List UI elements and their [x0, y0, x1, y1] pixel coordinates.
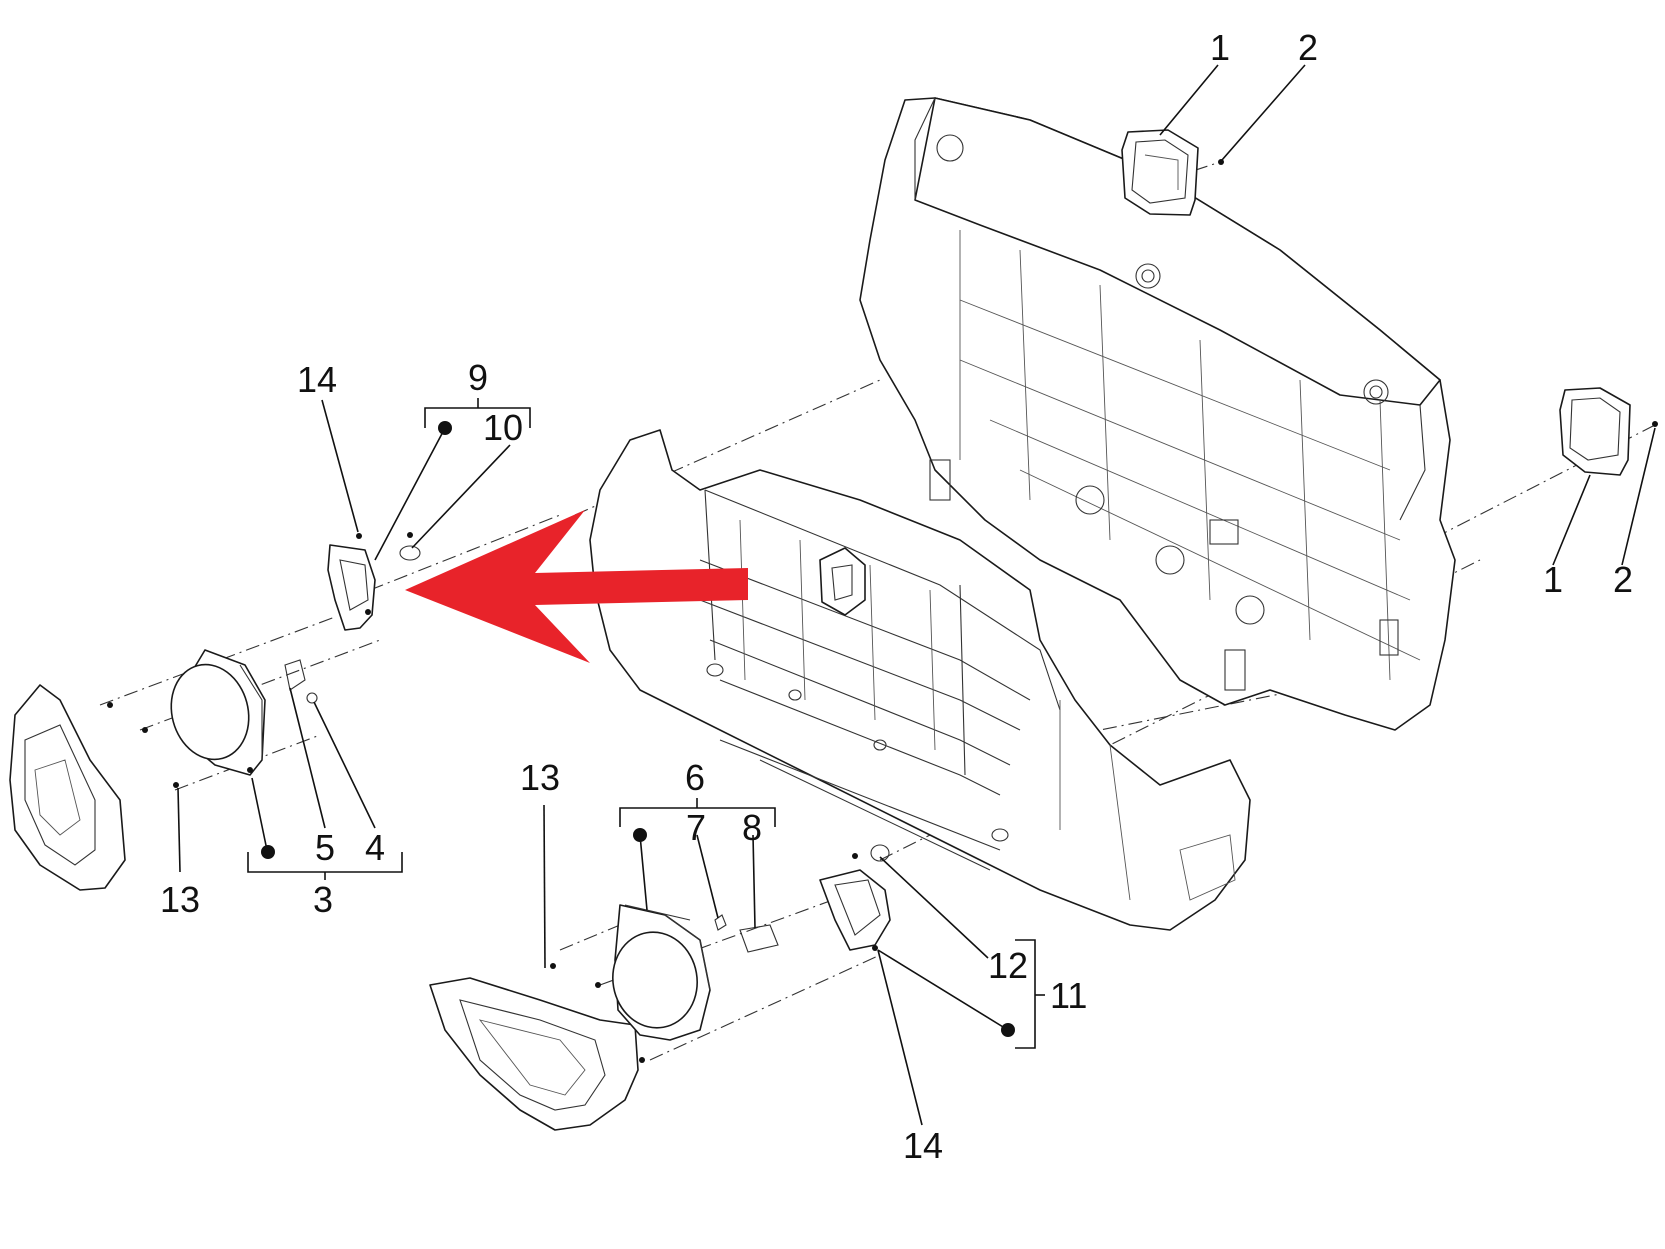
left-indicator	[327, 532, 421, 631]
bulb-5-left	[284, 659, 306, 691]
screw-lower-2	[595, 982, 601, 988]
callout-1-upper: 1	[1210, 27, 1230, 68]
callout-11: 11	[1050, 975, 1087, 1016]
callout-7: 7	[686, 807, 706, 848]
callout-1-right: 1	[1543, 559, 1563, 600]
grommet-right	[1559, 387, 1631, 476]
callout-2-upper: 2	[1298, 27, 1318, 68]
callout-3: 3	[313, 879, 333, 920]
grommet-upper	[1121, 129, 1199, 216]
callout-4: 4	[365, 827, 385, 868]
callout-14-lower: 14	[903, 1125, 943, 1166]
left-bezel	[9, 684, 126, 891]
callout-14-left: 14	[297, 359, 337, 400]
bulb-4-left	[306, 692, 318, 704]
bulb-8-lower	[739, 924, 779, 953]
callout-9: 9	[468, 357, 488, 398]
callout-13-lower: 13	[520, 757, 560, 798]
pin-upper	[1218, 159, 1224, 165]
highlight-arrow	[405, 510, 748, 663]
callout-8: 8	[742, 807, 762, 848]
lower-foglamp	[612, 904, 711, 1041]
callout-6: 6	[685, 757, 705, 798]
front-bumper	[589, 429, 1251, 931]
callout-10: 10	[483, 407, 523, 448]
screw-lower-1	[550, 963, 556, 969]
callout-5: 5	[315, 827, 335, 868]
callout-labels: 1 2 1 2 14 9 10 13 5 4 3 13 6 7 8 12 11 …	[160, 27, 1633, 1166]
screw-left-3	[173, 782, 179, 788]
callout-2-right: 2	[1613, 559, 1633, 600]
callout-12: 12	[988, 945, 1028, 986]
screw-lower-3	[639, 1057, 645, 1063]
pin-right	[1652, 421, 1658, 427]
leader-lines	[177, 64, 1656, 1126]
lower-indicator	[819, 844, 891, 951]
body-panel	[859, 97, 1456, 731]
left-headlamp	[170, 649, 266, 776]
group-brackets	[247, 398, 1045, 1049]
callout-13-left: 13	[160, 879, 200, 920]
bulb-7-lower	[714, 914, 727, 931]
screw-left-2	[142, 727, 148, 733]
lower-bezel	[429, 977, 639, 1131]
screw-left-1	[107, 702, 113, 708]
